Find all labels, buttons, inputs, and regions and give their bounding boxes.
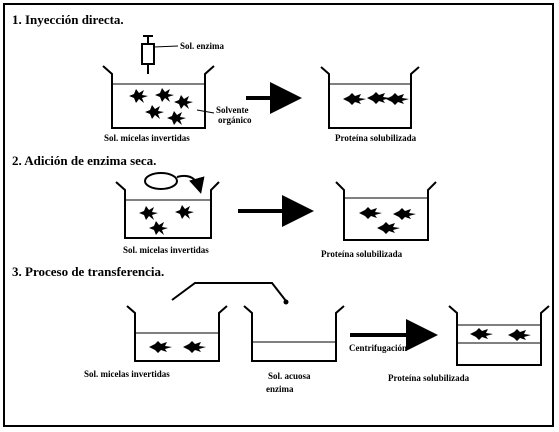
section-3-left-caption: Sol. micelas invertidas xyxy=(84,369,170,379)
micelle-icon xyxy=(393,208,416,220)
micelle-icon xyxy=(174,95,193,109)
centrifugation-label: Centrifugación xyxy=(349,343,407,353)
section-1-right-caption: Proteína solubilizada xyxy=(335,133,417,143)
micelle-icon xyxy=(367,92,390,104)
micelle-icon xyxy=(129,89,148,103)
syringe-icon xyxy=(141,35,179,74)
section-1-left-caption: Sol. micelas invertidas xyxy=(104,133,190,143)
dry-enzyme-icon xyxy=(144,172,178,190)
micelle-icon xyxy=(386,93,409,105)
section-2-right-caption: Proteína solubilizada xyxy=(321,249,403,259)
beaker-icon xyxy=(448,305,550,366)
micelle-icon xyxy=(139,206,158,220)
section-3-middle-label-line1: Sol. acuosa xyxy=(268,371,311,381)
micelle-icon xyxy=(377,222,400,234)
micelle-icon xyxy=(343,93,366,105)
micelle-icon xyxy=(359,207,382,219)
micelle-icon xyxy=(149,221,168,235)
section-1-title: 1. Inyección directa. xyxy=(12,12,124,27)
section-3-right-caption: Proteína solubilizada xyxy=(388,373,470,383)
section-3-title: 3. Proceso de transferencia. xyxy=(12,264,164,279)
section-2-left-caption: Sol. micelas invertidas xyxy=(123,245,209,255)
transfer-line xyxy=(171,282,287,302)
solvent-label-line1: Solvente xyxy=(216,105,249,115)
micelle-icon xyxy=(175,205,194,219)
beaker-icon xyxy=(320,66,420,129)
beaker-icon xyxy=(102,65,215,129)
beaker-icon xyxy=(126,305,228,362)
figure-frame xyxy=(3,3,554,427)
micelle-icon xyxy=(145,105,164,119)
micelle-icon xyxy=(183,341,206,353)
micelle-icon xyxy=(149,341,172,353)
micelle-icon xyxy=(167,111,186,125)
beaker-icon xyxy=(115,181,220,239)
beaker-icon xyxy=(335,181,437,241)
micelle-icon xyxy=(470,328,493,340)
drop-icon xyxy=(283,299,289,305)
micelle-icon xyxy=(155,88,174,102)
solvent-label-line2: orgánico xyxy=(218,115,252,125)
section-2-title: 2. Adición de enzima seca. xyxy=(12,153,156,168)
section-3-middle-label-line2: enzima xyxy=(266,384,294,394)
micelle-icon xyxy=(508,329,531,341)
syringe-label: Sol. enzima xyxy=(180,41,224,51)
curved-arrow xyxy=(176,174,205,194)
beaker-icon xyxy=(243,305,345,362)
